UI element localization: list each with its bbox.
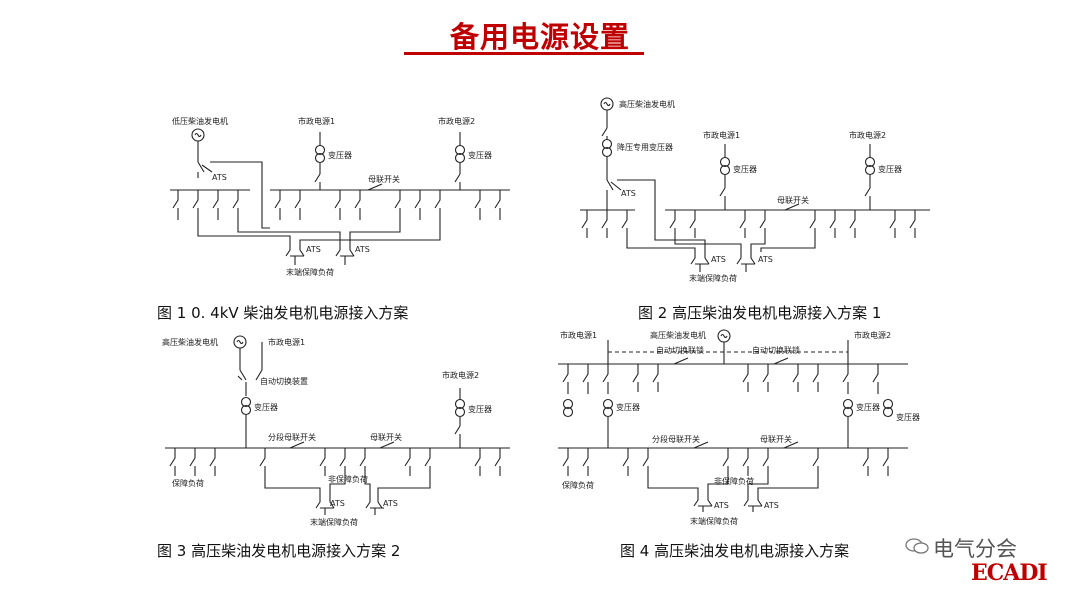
fig1-transformer1-label: 变压器 — [328, 150, 352, 160]
fig4-interlock-left-label: 自动切换联锁 — [656, 345, 704, 355]
fig4-transformer2-label: 变压器 — [856, 402, 880, 412]
fig3-autoswitch-label: 自动切换装置 — [260, 376, 308, 386]
fig2-transformer1-label: 变压器 — [733, 164, 757, 174]
fig2-transformer2-label: 变压器 — [878, 164, 902, 174]
fig2-ats-right-label: ATS — [758, 255, 773, 264]
fig3-transformer2-label: 变压器 — [468, 404, 492, 414]
fig4-load-label: 末端保障负荷 — [690, 516, 738, 526]
wechat-icon — [905, 537, 929, 555]
fig4-sectie-label: 分段母联开关 — [652, 434, 700, 444]
fig4-gen-label: 高压柴油发电机 — [650, 330, 706, 340]
figure-4: 市政电源1 高压柴油发电机 市政电源2 自动切换联锁 自动切换联锁 变压器 变压… — [548, 322, 928, 527]
fig3-ats-left-label: ATS — [330, 499, 345, 508]
figure-4-diagram: 市政电源1 高压柴油发电机 市政电源2 自动切换联锁 自动切换联锁 变压器 变压… — [558, 329, 920, 526]
fig2-caption: 图 2 高压柴油发电机电源接入方案 1 — [638, 304, 882, 322]
fig1-ats-left-label: ATS — [306, 245, 321, 254]
figure-3-diagram: 高压柴油发电机 市政电源1 市政电源2 自动切换装置 变压器 变压器 分段母联开… — [162, 335, 510, 527]
fig1-ats-top-label: ATS — [212, 173, 227, 182]
fig2-gen-label: 高压柴油发电机 — [619, 99, 675, 109]
fig3-guarantee-label: 保障负荷 — [172, 478, 204, 488]
fig4-nonguarantee-label: 非保障负荷 — [714, 476, 754, 486]
fig4-guarantee-label: 保障负荷 — [562, 480, 594, 490]
fig3-load-label: 末端保障负荷 — [310, 517, 358, 527]
fig1-tie-label: 母联开关 — [368, 174, 400, 184]
fig3-nonguarantee-label: 非保障负荷 — [328, 474, 368, 484]
fig1-caption: 图 1 0. 4kV 柴油发电机电源接入方案 — [157, 304, 409, 322]
fig4-transformer3-label: 变压器 — [896, 412, 920, 422]
fig3-src2-label: 市政电源2 — [442, 370, 479, 380]
fig3-sectie-label: 分段母联开关 — [268, 432, 316, 442]
fig4-caption: 图 4 高压柴油发电机电源接入方案 — [620, 542, 850, 560]
fig1-ats-right-label: ATS — [355, 245, 370, 254]
fig2-stepdown-label: 降压专用变压器 — [617, 142, 673, 152]
fig4-ats-left-label: ATS — [714, 501, 729, 510]
fig1-gen-label: 低压柴油发电机 — [172, 116, 228, 126]
fig4-tie-label: 母联开关 — [760, 434, 792, 444]
fig4-interlock-right-label: 自动切换联锁 — [752, 345, 800, 355]
title-underline — [404, 52, 644, 55]
fig3-ats-right-label: ATS — [383, 499, 398, 508]
fig2-ats-left-label: ATS — [711, 255, 726, 264]
fig3-caption: 图 3 高压柴油发电机电源接入方案 2 — [157, 542, 401, 560]
fig4-transformer1-label: 变压器 — [616, 402, 640, 412]
fig2-tie-label: 母联开关 — [777, 195, 809, 205]
fig2-src1-label: 市政电源1 — [703, 130, 740, 140]
watermark-text: 电气分会 — [933, 537, 1017, 561]
watermark: 电气分会 ECADI — [905, 533, 1075, 593]
fig2-src2-label: 市政电源2 — [849, 130, 886, 140]
figure-3: 高压柴油发电机 市政电源1 市政电源2 自动切换装置 变压器 变压器 分段母联开… — [150, 330, 530, 530]
page-title: 备用电源设置 — [449, 20, 630, 54]
fig2-load-label: 末端保障负荷 — [689, 273, 737, 282]
fig1-load-label: 末端保障负荷 — [286, 267, 334, 277]
fig4-ats-right-label: ATS — [764, 501, 779, 510]
fig3-transformer1-label: 变压器 — [254, 402, 278, 412]
fig4-src2-label: 市政电源2 — [854, 330, 891, 340]
figure-2-diagram: 高压柴油发电机 降压专用变压器 市政电源1 市政电源2 变压器 变压器 ATS … — [580, 97, 930, 282]
fig1-src1-label: 市政电源1 — [298, 116, 335, 126]
fig4-src1-label: 市政电源1 — [560, 330, 597, 340]
ecadi-logo: ECADI — [971, 560, 1048, 586]
fig2-ats-top-label: ATS — [621, 189, 636, 198]
fig1-src2-label: 市政电源2 — [438, 116, 475, 126]
fig1-transformer2-label: 变压器 — [468, 150, 492, 160]
fig3-gen-label: 高压柴油发电机 — [162, 337, 218, 347]
figure-2: 高压柴油发电机 降压专用变压器 市政电源1 市政电源2 变压器 变压器 ATS … — [575, 92, 945, 282]
figure-1: 低压柴油发电机 市政电源1 市政电源2 变压器 变压器 ATS 母联开关 ATS… — [150, 110, 530, 285]
fig3-tie-label: 母联开关 — [370, 432, 402, 442]
figure-1-diagram: 低压柴油发电机 市政电源1 市政电源2 变压器 变压器 ATS 母联开关 ATS… — [170, 116, 510, 277]
fig3-src1-label: 市政电源1 — [268, 337, 305, 347]
